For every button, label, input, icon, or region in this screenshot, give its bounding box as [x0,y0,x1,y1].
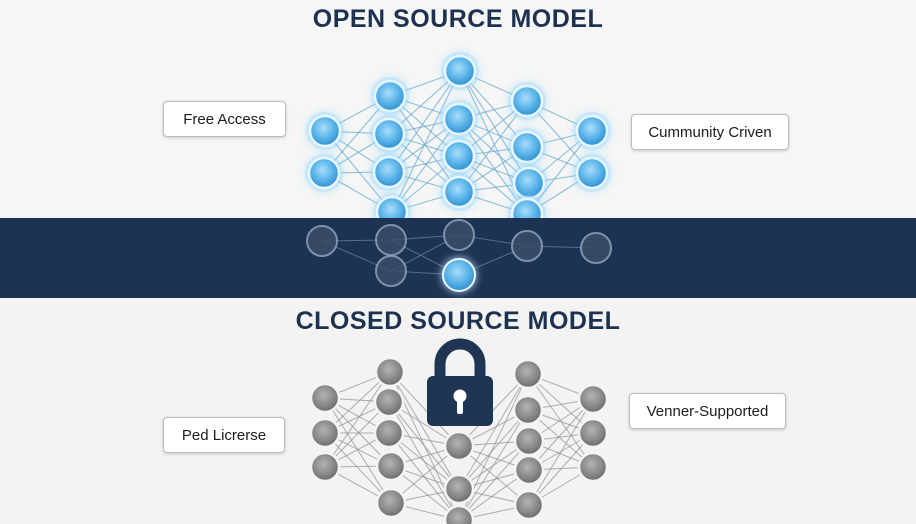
network-node [577,383,609,415]
community-driven-label: Cummunity Crivеn [631,114,789,150]
network-edge [388,70,461,173]
network-node [308,114,342,148]
network-edge [458,373,529,447]
network-node [443,54,477,88]
network-edge [391,70,461,213]
network-node [442,102,476,136]
network-node [510,130,544,164]
glowing-node [442,258,476,292]
network-edge [458,118,528,215]
network-edge [458,445,530,506]
network-edge [528,432,594,506]
neural-network-icon [309,356,609,524]
free-access-label: Free Access [163,101,286,137]
network-edge [389,371,460,490]
network-node [373,417,405,449]
network-node [510,84,544,118]
network-node [372,117,406,151]
reflection-node [306,225,338,257]
network-node [513,489,545,521]
reflection-node [375,255,407,287]
network-edge [458,409,529,521]
reflection-node [375,224,407,256]
network-node [372,155,406,189]
network-node [512,166,546,200]
open-source-title: OPEN SOURCE MODEL [312,5,604,33]
network-node [375,487,407,519]
reflection-node [580,232,612,264]
network-node [309,417,341,449]
network-node [443,504,475,524]
network-node [513,425,545,457]
network-node [309,451,341,483]
reflection-node [511,230,543,262]
network-node [512,394,544,426]
network-node [442,175,476,209]
closed-source-title: CLOSED SOURCE MODEL [295,307,621,335]
reflection-node [443,219,475,251]
reflection-nodes [306,219,612,292]
network-node [575,114,609,148]
vendor-supported-label: Venner-Supported [629,393,786,429]
network-edge [528,398,594,506]
network-edge [324,371,391,468]
network-node [373,386,405,418]
network-edge [324,432,392,504]
network-edge [458,409,529,490]
paid-license-label: Ped Licrerse [163,417,285,453]
network-edge [458,373,529,490]
padlock-icon [427,338,493,426]
network-node [309,382,341,414]
network-node [577,417,609,449]
network-edge [388,432,460,521]
network-node [575,156,609,190]
network-node [513,454,545,486]
network-node [442,139,476,173]
network-edge [391,118,460,213]
network-node [307,156,341,190]
network-node [373,79,407,113]
network-node [375,450,407,482]
network-node [512,358,544,390]
network-edge [324,397,392,504]
network-node [577,451,609,483]
network-edge [324,397,392,467]
network-node [443,430,475,462]
network-node [374,356,406,388]
network-edge [458,440,530,521]
network-edge [528,398,594,471]
network-edge [388,401,460,490]
network-edge [389,371,460,447]
network-node [443,473,475,505]
